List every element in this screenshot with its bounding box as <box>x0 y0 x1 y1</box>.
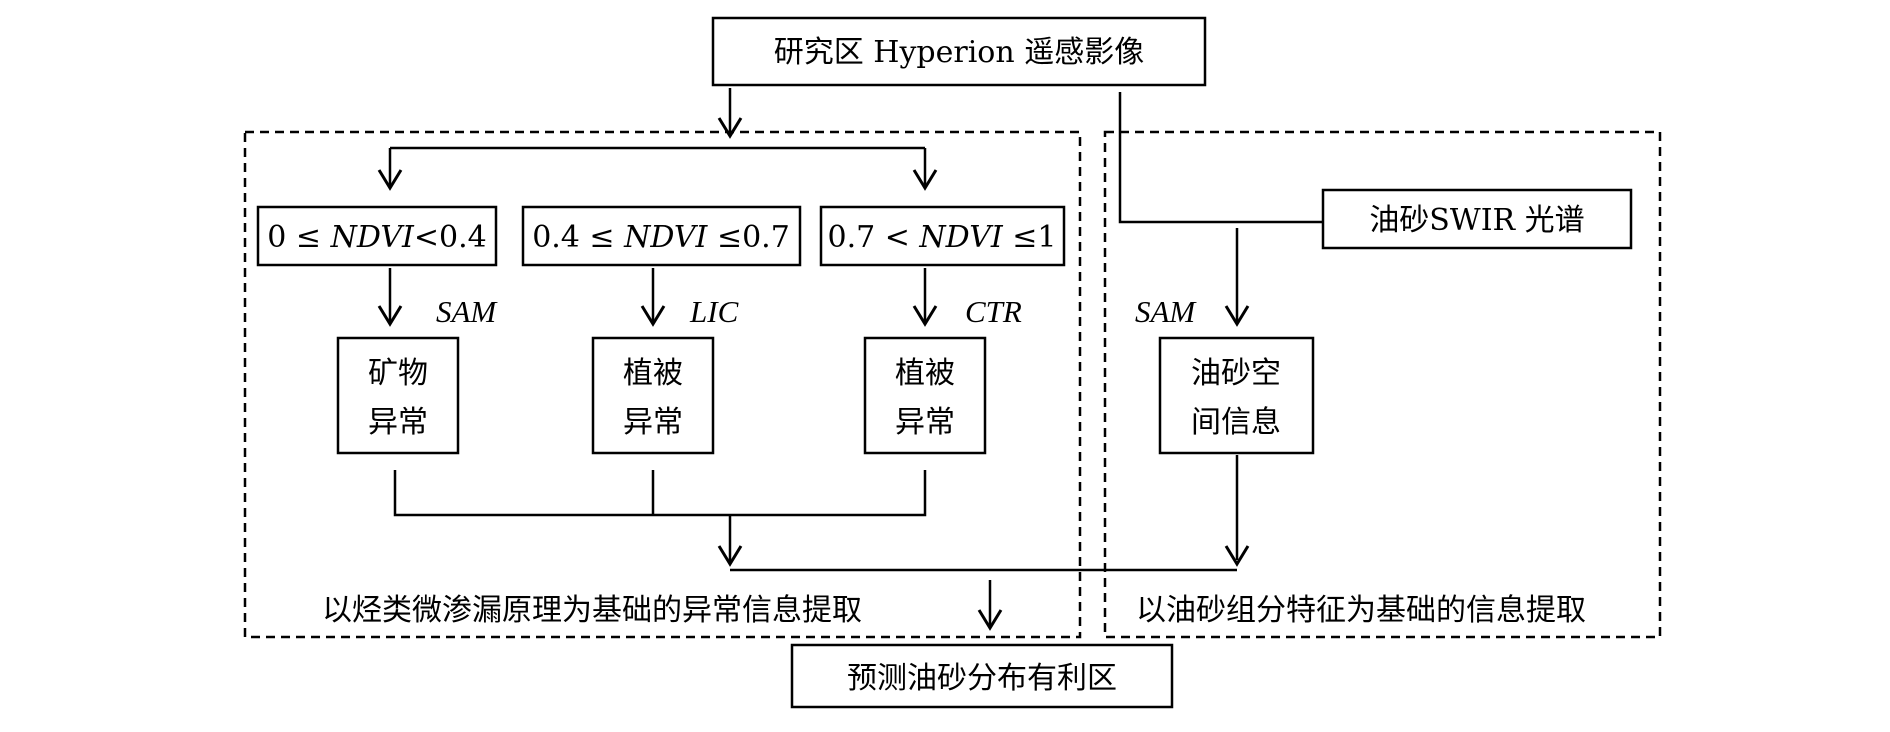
method-label-sam-left: SAM <box>436 294 498 329</box>
source-label: 研究区 Hyperion 遥感影像 <box>774 35 1144 70</box>
arrowheads <box>377 117 1250 631</box>
svg-text:0.4 ≤ NDVI ≤0.7: 0.4 ≤ NDVI ≤0.7 <box>532 220 790 255</box>
left-region-caption: 以烃类微渗漏原理为基础的异常信息提取 <box>322 593 862 628</box>
ndvi-class-3-post: ≤1 <box>1003 220 1057 255</box>
ndvi-class-2-pre: 0.4 ≤ <box>532 220 624 255</box>
ndvi-class-2: 0.4 ≤ NDVI ≤0.7 <box>521 205 802 267</box>
anomaly-mineral: 矿物 异常 <box>336 336 460 455</box>
anomaly-vegetation-1-line2: 异常 <box>623 405 683 440</box>
ndvi-class-2-post: ≤0.7 <box>707 220 789 255</box>
arrowhead-ndvi1 <box>377 169 403 191</box>
ndvi-class-1-post: <0.4 <box>414 220 487 255</box>
ndvi-class-3-pre: 0.7 < <box>828 220 920 255</box>
ndvi-class-2-var: NDVI <box>623 220 708 255</box>
left-region-frame <box>243 130 1082 639</box>
anomaly-vegetation-2-line2: 异常 <box>895 405 955 440</box>
method-label-lic: LIC <box>689 294 739 329</box>
arrowhead-merge <box>717 545 743 567</box>
svg-text:0.7 < NDVI ≤1: 0.7 < NDVI ≤1 <box>828 220 1057 255</box>
ndvi-class-3-var: NDVI <box>918 220 1003 255</box>
arrowhead-anomaly3 <box>912 305 938 327</box>
arrowhead-cross <box>1224 545 1250 567</box>
ndvi-class-3: 0.7 < NDVI ≤1 <box>819 205 1066 267</box>
method-label-sam-right: SAM <box>1135 294 1197 329</box>
source-node: 研究区 Hyperion 遥感影像 <box>711 16 1207 87</box>
anomaly-vegetation-1: 植被 异常 <box>591 336 715 455</box>
oil-sand-info-line1: 油砂空 <box>1191 356 1281 391</box>
method-label-ctr: CTR <box>965 294 1022 329</box>
svg-text:0 ≤ NDVI<0.4: 0 ≤ NDVI<0.4 <box>267 220 486 255</box>
anomaly-vegetation-2: 植被 异常 <box>863 336 987 455</box>
ndvi-class-1-pre: 0 ≤ <box>267 220 330 255</box>
swir-spectrum-node: 油砂SWIR 光谱 <box>1321 188 1633 250</box>
anomaly-vegetation-2-line1: 植被 <box>895 356 955 391</box>
ndvi-class-1-var: NDVI <box>330 220 415 255</box>
anomaly-mineral-line1: 矿物 <box>368 356 428 391</box>
arrowhead-anomaly1 <box>377 305 403 327</box>
connector-lines <box>388 88 1323 626</box>
arrowhead-anomaly2 <box>640 305 666 327</box>
right-region-caption: 以油砂组分特征为基础的信息提取 <box>1136 593 1586 628</box>
right-region-frame <box>1103 130 1662 639</box>
merge-bar-line <box>393 470 927 517</box>
source-to-swir-line <box>1118 92 1323 224</box>
result-label: 预测油砂分布有利区 <box>847 661 1117 696</box>
arrowhead-result <box>977 609 1003 631</box>
anomaly-vegetation-1-line1: 植被 <box>623 356 683 391</box>
oil-sand-info-line2: 间信息 <box>1191 405 1281 440</box>
arrowhead-source <box>717 117 743 139</box>
arrowhead-ndvi3 <box>912 169 938 191</box>
arrowhead-oil-info <box>1224 305 1250 327</box>
oil-sand-info-node: 油砂空 间信息 <box>1158 336 1315 455</box>
ndvi-class-1: 0 ≤ NDVI<0.4 <box>256 205 498 267</box>
swir-spectrum-label: 油砂SWIR 光谱 <box>1369 203 1584 238</box>
anomaly-mineral-line2: 异常 <box>368 405 428 440</box>
result-node: 预测油砂分布有利区 <box>790 643 1174 709</box>
